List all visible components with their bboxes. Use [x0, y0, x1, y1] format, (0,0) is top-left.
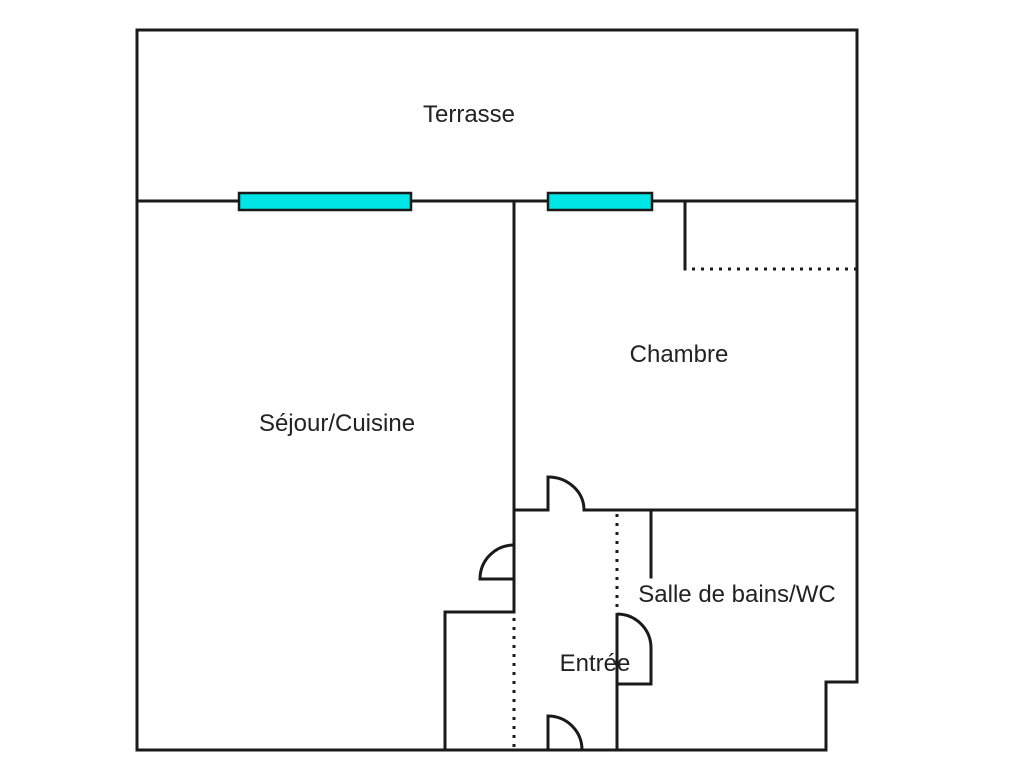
- doors: [478, 475, 653, 751]
- label-salle-de-bains: Salle de bains/WC: [638, 581, 835, 608]
- window-sejour: [237, 191, 413, 212]
- outer-wall: [135, 28, 859, 752]
- label-entree: Entrée: [560, 650, 631, 677]
- door-entrance: [546, 714, 584, 751]
- label-chambre: Chambre: [630, 341, 729, 368]
- door-chambre: [546, 475, 586, 511]
- windows: [237, 191, 654, 212]
- door-sejour: [478, 543, 515, 581]
- storage-wall: [443, 610, 516, 752]
- door-bathroom: [615, 612, 653, 686]
- interior-walls: [135, 199, 859, 752]
- label-sejour: Séjour/Cuisine: [259, 410, 415, 437]
- room-labels: Terrasse Séjour/Cuisine Chambre Salle de…: [259, 101, 836, 677]
- dotted-partitions: [512, 267, 857, 748]
- window-chambre: [546, 191, 654, 212]
- label-terrasse: Terrasse: [423, 101, 515, 128]
- outer-walls: [135, 28, 859, 752]
